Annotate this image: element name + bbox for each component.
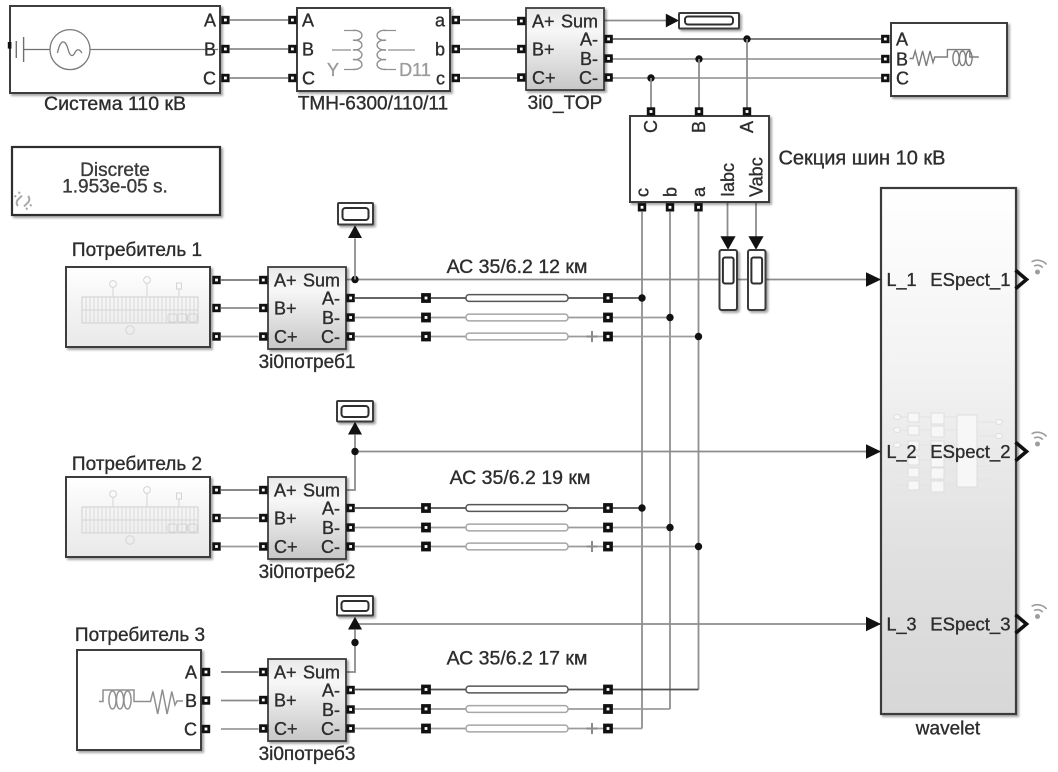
svg-text:АС 35/6.2 12 км: АС 35/6.2 12 км [447,256,588,278]
svg-text:B-: B- [580,49,598,69]
svg-text:1.953e-05 s.: 1.953e-05 s. [62,177,168,198]
svg-text:Sum: Sum [561,11,598,31]
svg-text:ESpect_3: ESpect_3 [930,613,1010,635]
svg-text:C: C [203,68,216,88]
svg-text:АС 35/6.2 17 км: АС 35/6.2 17 км [447,648,588,670]
svg-text:ESpect_2: ESpect_2 [930,441,1010,463]
svg-text:c: c [633,188,653,197]
svg-text:B: B [896,49,908,69]
svg-text:B: B [185,691,197,711]
svg-text:Sum: Sum [303,480,340,500]
svg-text:C-: C- [579,68,598,88]
svg-text:A+: A+ [274,270,297,290]
svg-text:B: B [302,39,314,59]
svg-text:C+: C+ [274,537,298,557]
svg-text:C: C [184,719,197,739]
svg-text:D11: D11 [399,60,431,80]
svg-text:Потребитель 3: Потребитель 3 [75,625,205,646]
svg-text:A-: A- [580,29,598,49]
svg-text:Vabc: Vabc [747,157,767,197]
svg-text:C+: C+ [274,327,298,347]
svg-text:b: b [661,187,681,197]
svg-text:C+: C+ [532,68,556,88]
svg-text:C: C [641,120,661,133]
svg-text:C+: C+ [274,719,298,739]
svg-text:3i0потреб3: 3i0потреб3 [259,744,356,765]
svg-text:C-: C- [321,327,340,347]
svg-text:Y: Y [327,60,339,80]
svg-text:B+: B+ [274,508,297,528]
svg-text:B-: B- [322,308,340,328]
svg-text:B-: B- [322,518,340,538]
svg-text:C: C [896,68,909,88]
svg-text:b: b [435,39,445,59]
svg-text:A-: A- [322,498,340,518]
svg-text:C-: C- [321,537,340,557]
svg-text:a: a [435,10,446,30]
svg-text:A+: A+ [274,480,297,500]
svg-text:A: A [185,662,197,682]
svg-text:A: A [204,10,216,30]
svg-text:Sum: Sum [303,270,340,290]
svg-text:L_3: L_3 [887,614,917,635]
svg-text:C-: C- [321,719,340,739]
svg-text:Потребитель 2: Потребитель 2 [72,454,202,475]
svg-text:ESpect_1: ESpect_1 [930,269,1010,291]
svg-text:Discrete: Discrete [80,160,150,181]
svg-text:A: A [737,121,757,133]
svg-text:B: B [204,39,216,59]
svg-text:A-: A- [322,288,340,308]
svg-text:L_2: L_2 [887,442,917,463]
svg-text:АС 35/6.2 19 км: АС 35/6.2 19 км [450,467,591,489]
svg-text:A-: A- [322,680,340,700]
svg-text:Система 110 кВ: Система 110 кВ [44,93,186,115]
svg-text:Iabc: Iabc [718,163,738,197]
svg-text:3i0потреб1: 3i0потреб1 [259,352,356,373]
svg-text:c: c [436,68,445,88]
svg-text:A: A [302,10,314,30]
svg-text:Sum: Sum [303,662,340,682]
svg-text:A+: A+ [532,11,555,31]
svg-text:C: C [302,68,315,88]
svg-text:ТМН-6300/110/11: ТМН-6300/110/11 [298,94,448,115]
svg-text:B+: B+ [274,298,297,318]
svg-text:B: B [689,121,709,133]
svg-text:a: a [689,186,709,197]
svg-text:L_1: L_1 [887,270,917,291]
svg-text:wavelet: wavelet [915,719,981,740]
svg-text:B+: B+ [532,39,555,59]
svg-text:B-: B- [322,700,340,720]
svg-text:Секция шин 10 кВ: Секция шин 10 кВ [778,148,945,170]
svg-text:3i0потреб2: 3i0потреб2 [259,562,356,583]
svg-text:A: A [896,29,908,49]
svg-text:3i0_TOP: 3i0_TOP [528,93,603,114]
svg-text:Потребитель 1: Потребитель 1 [72,240,202,261]
svg-text:A+: A+ [274,662,297,682]
svg-text:B+: B+ [274,690,297,710]
